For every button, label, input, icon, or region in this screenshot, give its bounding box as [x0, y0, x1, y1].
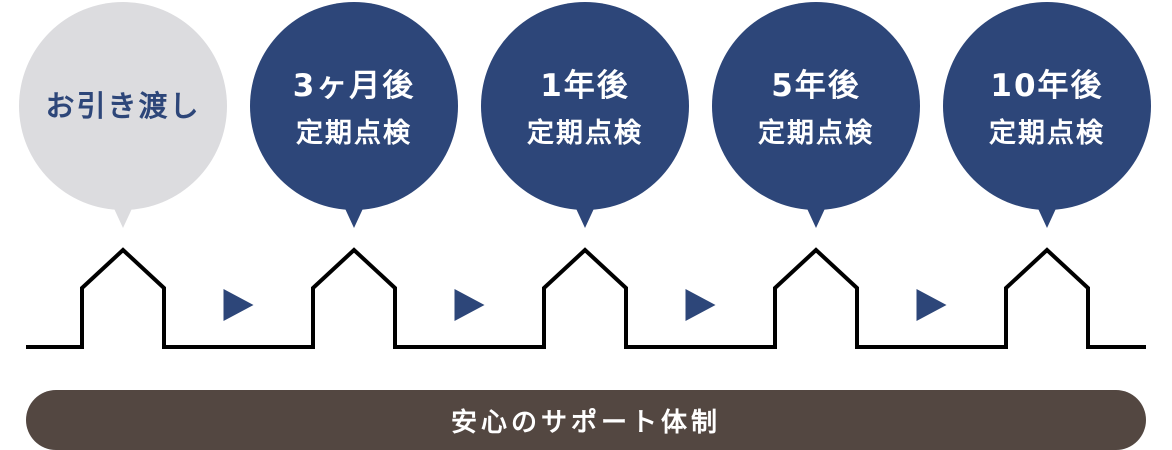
milestone-bubble-pointer: [573, 202, 597, 228]
milestone-bubble-circle: [250, 2, 458, 210]
milestone-bubble-circle: [712, 2, 920, 210]
milestone-bubble-pointer: [111, 202, 135, 228]
milestone-bubble-circle: [943, 2, 1151, 210]
milestone-bubble-pointer: [342, 202, 366, 228]
milestone-title: 1年後: [540, 68, 630, 104]
timeline-arrows: [223, 289, 947, 321]
milestone-subtitle: 定期点検: [296, 117, 412, 149]
next-step-arrow: [223, 289, 254, 321]
milestone-bubble-pointer: [1035, 202, 1059, 228]
milestone-subtitle: 定期点検: [989, 117, 1105, 149]
support-banner: 安心のサポート体制: [26, 390, 1146, 450]
next-step-arrow: [685, 289, 716, 321]
milestone-bubble: お引き渡し: [19, 2, 227, 228]
milestone-subtitle: 定期点検: [758, 117, 874, 149]
house-timeline-line: [26, 247, 1146, 349]
milestone-subtitle: 定期点検: [527, 117, 643, 149]
milestone-title: 5年後: [771, 68, 861, 104]
support-banner-label: 安心のサポート体制: [450, 407, 721, 438]
milestone-bubble-circle: [481, 2, 689, 210]
milestone-title: 10年後: [990, 68, 1103, 104]
next-step-arrow: [454, 289, 485, 321]
milestone-title: 3ヶ月後: [293, 68, 416, 104]
next-step-arrow: [916, 289, 947, 321]
milestone-bubble-pointer: [804, 202, 828, 228]
milestone-title: お引き渡し: [45, 89, 200, 123]
milestone-bubble-circle: [19, 2, 227, 210]
